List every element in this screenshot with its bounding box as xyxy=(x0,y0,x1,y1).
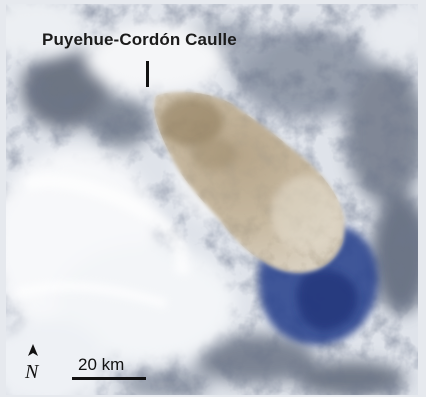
satellite-image-svg xyxy=(6,4,418,395)
scale-bar xyxy=(72,377,146,380)
volcano-label: Puyehue-Cordón Caulle xyxy=(42,30,237,49)
north-arrow-icon: N xyxy=(22,342,44,383)
north-letter: N xyxy=(24,361,40,382)
scale-bar-label: 20 km xyxy=(78,355,125,374)
vent-pointer-line xyxy=(146,61,149,87)
satellite-image xyxy=(6,4,418,395)
